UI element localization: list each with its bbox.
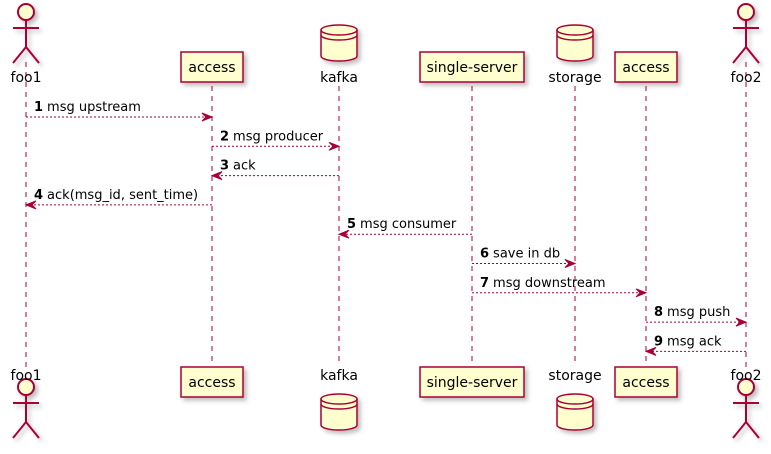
arrowhead-icon (564, 259, 577, 268)
lifelines (25, 62, 747, 370)
participant-access-bottom: access (614, 366, 678, 398)
participant-box (419, 51, 525, 83)
arrowhead-icon (201, 112, 214, 122)
participant-foo2-top: foo2 (731, 3, 762, 86)
database-icon (320, 24, 358, 62)
participant-foo1-top: foo1 (11, 3, 42, 86)
actor-figure (12, 378, 40, 439)
message-text: msg producer (233, 129, 324, 144)
message-4: 4 ack(msg_id, sent_time) (24, 188, 212, 210)
participants: foo1 foo1 access access kafka kafka single-ser… (11, 3, 762, 439)
participant-box (614, 51, 678, 83)
message-7: 7 msg downstream (472, 276, 648, 298)
message-1: 1 msg upstream (26, 100, 214, 122)
message-3: 3 ack (210, 159, 339, 181)
participant-single-server-bottom: single-server (419, 366, 525, 398)
participant-access-top: access (614, 51, 678, 83)
participant-label: foo2 (731, 368, 762, 384)
messages: 1 msg upstream 2 msg producer 3 ack 4 ack(msg_i… (24, 100, 748, 356)
participant-storage-bottom: storage (548, 368, 602, 431)
actor-figure (732, 378, 760, 439)
database-icon (556, 24, 594, 62)
arrowhead-icon (644, 346, 657, 356)
arrowhead-icon (735, 317, 748, 327)
message-9: 9 msg ack (644, 334, 746, 356)
participant-label: foo1 (11, 368, 42, 384)
arrowhead-icon (337, 229, 350, 239)
participant-label: storage (548, 70, 601, 86)
participant-foo2-bottom: foo2 (731, 368, 762, 439)
participant-box (180, 51, 244, 83)
participant-box (419, 366, 525, 398)
participant-label: access (622, 375, 669, 391)
message-text: save in db (493, 247, 560, 262)
participant-kafka-bottom: kafka (320, 368, 358, 431)
participant-label: single-server (427, 60, 518, 76)
arrowhead-icon (635, 288, 648, 298)
message-text: msg consumer (360, 217, 457, 232)
participant-kafka-top: kafka (320, 24, 358, 86)
message-5: 5 msg consumer (337, 217, 472, 239)
participant-label: foo2 (731, 70, 762, 86)
participant-box (180, 366, 244, 398)
arrowhead-icon (210, 171, 223, 181)
participant-label: access (622, 60, 669, 76)
participant-label: access (188, 375, 235, 391)
database-icon (320, 393, 358, 431)
message-text: ack(msg_id, sent_time) (47, 188, 198, 203)
message-text: ack (233, 159, 256, 174)
message-number: 7 (480, 276, 489, 291)
message-number: 2 (220, 129, 229, 144)
participant-single-server-top: single-server (419, 51, 525, 83)
actor-figure (732, 3, 760, 64)
message-text: msg downstream (493, 276, 605, 291)
arrowhead-icon (24, 200, 37, 210)
message-text: msg upstream (47, 100, 141, 115)
participant-label: single-server (427, 375, 518, 391)
message-text: msg push (667, 305, 730, 320)
participant-access-bottom: access (180, 366, 244, 398)
participant-label: storage (548, 368, 601, 384)
message-text: msg ack (667, 334, 722, 349)
message-number: 5 (347, 217, 356, 232)
message-number: 3 (220, 159, 229, 174)
participant-label: kafka (320, 70, 358, 86)
message-number: 8 (654, 305, 663, 320)
participant-storage-top: storage (548, 24, 602, 86)
database-icon (556, 393, 594, 431)
participant-foo1-bottom: foo1 (11, 368, 42, 439)
message-6: 6 save in db (472, 247, 577, 268)
arrowhead-icon (328, 141, 341, 151)
participant-label: access (188, 60, 235, 76)
participant-label: foo1 (11, 70, 42, 86)
actor-figure (12, 3, 40, 64)
message-8: 8 msg push (646, 305, 748, 327)
message-number: 1 (34, 100, 43, 115)
participant-label: kafka (320, 368, 358, 384)
participant-box (614, 366, 678, 398)
message-2: 2 msg producer (212, 129, 341, 151)
message-number: 6 (480, 247, 489, 262)
participant-access-top: access (180, 51, 244, 83)
message-number: 9 (654, 334, 663, 349)
message-number: 4 (34, 188, 43, 203)
